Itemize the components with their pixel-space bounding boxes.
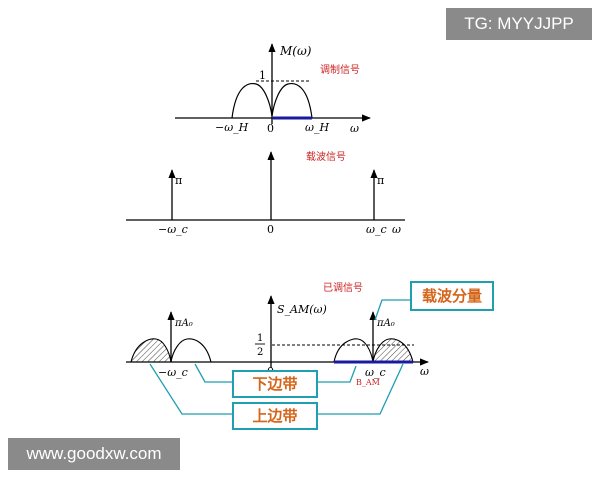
callout-lower-sideband: 下边带: [232, 370, 318, 398]
panel1-x-label: ω: [350, 122, 359, 135]
panel3-left-lower-sideband: [170, 338, 212, 363]
upper-sideband-connector-right: [318, 363, 404, 415]
panel1-tick-pos: ω_H: [305, 121, 329, 134]
panel3-impulse-right-label: πA₀: [376, 318, 395, 329]
callout-upper-sideband: 上边带: [232, 402, 318, 430]
panel1-tick-zero: 0: [267, 122, 274, 135]
panel3-axis-label: S_AM(ω): [277, 303, 327, 316]
panel3-half-den: 2: [257, 347, 263, 358]
watermark-top: TG: MYYJJPP: [446, 8, 592, 40]
panel3-impulse-left-label: πA₀: [174, 318, 193, 329]
panel3-title: 已调信号: [323, 282, 363, 294]
panel1-tick-neg: −ω_H: [215, 121, 249, 134]
callout-connectors: [149, 299, 410, 415]
panel2-tick-zero: 0: [267, 223, 274, 236]
panel1-spectrum-left-lobe: [231, 82, 273, 119]
carrier-connector: [374, 299, 410, 321]
panel1-axis-label: M(ω): [279, 44, 312, 58]
panel3-x-label: ω: [420, 365, 429, 378]
panel3-bandwidth-label: B_AM: [356, 378, 380, 387]
upper-sideband-connector: [149, 363, 232, 415]
panel-carrier-signal: 载波信号 π π −ω_c 0 ω_c ω: [126, 150, 405, 236]
panel3-tick-neg: −ω_c: [158, 366, 188, 379]
panel1-peak-label: 1: [259, 69, 266, 82]
panel2-tick-neg: −ω_c: [158, 223, 188, 236]
panel2-title: 载波信号: [306, 150, 346, 163]
callout-carrier-component: 载波分量: [410, 281, 494, 311]
panel3-half-num: 1: [257, 333, 263, 344]
panel2-impulse-right-label: π: [377, 174, 384, 187]
panel3-right-lower-sideband: [333, 338, 374, 363]
panel2-x-label: ω: [392, 223, 401, 236]
panel1-title: 调制信号: [320, 63, 360, 76]
panel3-right-upper-sideband: [372, 338, 414, 363]
panel2-impulse-left-label: π: [175, 174, 182, 187]
panel3-left-upper-sideband: [130, 338, 172, 363]
panel-am-signal: S_AM(ω) 已调信号 πA₀ πA₀ 1 2 0 −ω_c ω_c B_AM…: [126, 282, 429, 387]
watermark-bottom: www.goodxw.com: [8, 438, 180, 470]
panel3-tick-pos: ω_c: [365, 366, 386, 379]
panel2-tick-pos: ω_c: [366, 223, 387, 236]
panel-modulating-signal: M(ω) 调制信号 1 −ω_H 0 ω_H ω: [175, 43, 371, 135]
panel1-spectrum-right-lobe: [271, 82, 313, 119]
lower-sideband-connector: [194, 363, 232, 383]
lower-sideband-connector-right: [318, 365, 357, 383]
